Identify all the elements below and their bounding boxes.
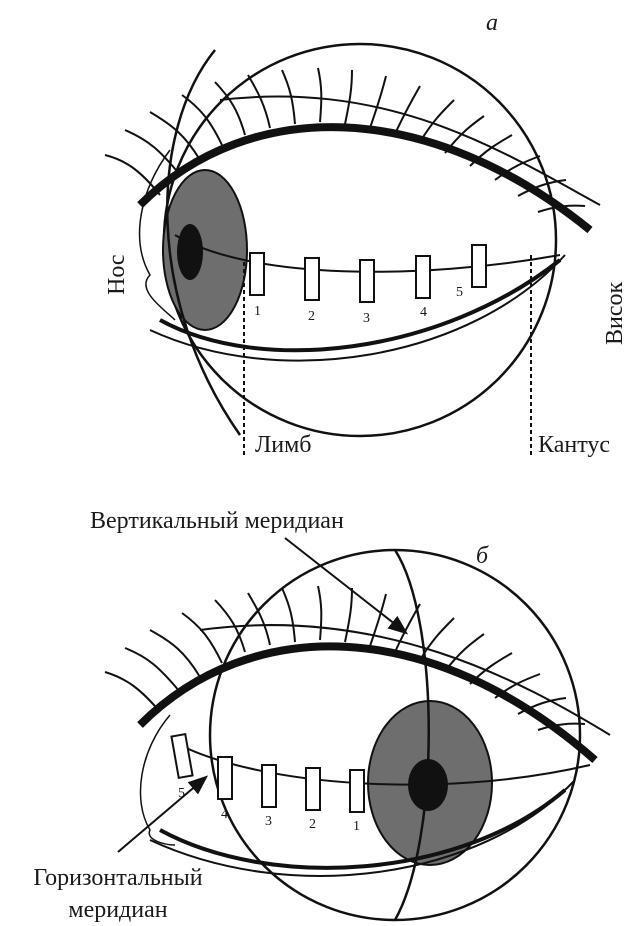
temple-label: Висок — [602, 281, 624, 345]
marker-a-1 — [250, 253, 264, 295]
horizontal-meridian-label-line2: меридиан — [68, 897, 167, 923]
marker-a-1-label: 1 — [254, 304, 261, 319]
canthus-label: Кантус — [538, 432, 610, 458]
vertical-meridian-arrow — [285, 538, 405, 632]
marker-b-4-label: 4 — [221, 807, 228, 822]
marker-a-2 — [305, 258, 319, 300]
marker-b-2-label: 2 — [309, 817, 316, 832]
markers-b — [171, 734, 364, 812]
marker-b-4 — [218, 757, 232, 799]
marker-b-3-label: 3 — [265, 814, 272, 829]
vertical-meridian-label: Вертикальный меридиан — [90, 508, 344, 534]
upper-eyelid-b — [140, 646, 595, 760]
panel-a: а — [104, 10, 624, 458]
marker-b-1-label: 1 — [353, 819, 360, 834]
limbus-label: Лимб — [255, 432, 312, 458]
brow-crease — [220, 97, 600, 205]
marker-a-4 — [416, 256, 430, 298]
marker-b-2 — [306, 768, 320, 810]
marker-b-1 — [350, 770, 364, 812]
nose-label: Нос — [104, 254, 130, 295]
marker-a-2-label: 2 — [308, 309, 315, 324]
panel-b: Вертикальный меридиан б — [33, 508, 610, 923]
pupil — [177, 224, 203, 280]
marker-a-3 — [360, 260, 374, 302]
marker-a-4-label: 4 — [420, 305, 427, 320]
markers-a — [250, 245, 486, 302]
nose-side-outline-b — [140, 715, 175, 845]
panel-b-letter: б — [476, 543, 489, 569]
marker-b-3 — [262, 765, 276, 807]
horizontal-meridian-arrow — [118, 778, 205, 852]
marker-a-5-label: 5 — [456, 285, 463, 300]
marker-a-3-label: 3 — [363, 311, 370, 326]
marker-b-5 — [171, 734, 192, 778]
panel-a-letter: а — [486, 10, 498, 36]
horizontal-meridian-label-line1: Горизонтальный — [33, 865, 202, 891]
marker-a-5 — [472, 245, 486, 287]
eyelashes-b — [105, 586, 585, 730]
